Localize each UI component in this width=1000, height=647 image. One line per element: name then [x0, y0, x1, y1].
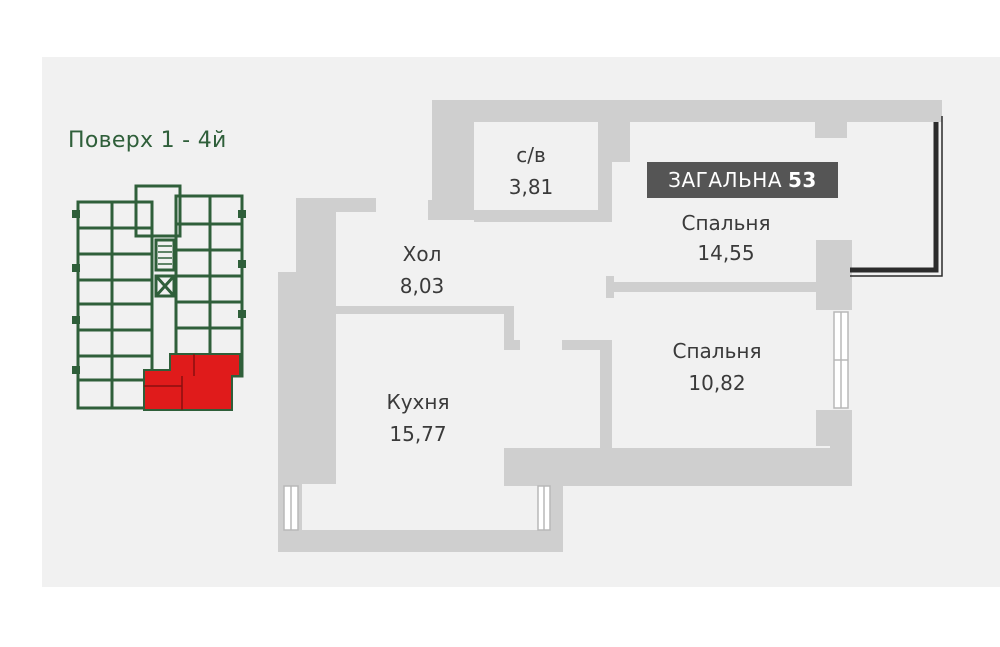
wall-kitchen-hook2 [504, 340, 520, 350]
wall-bottom [278, 530, 563, 552]
room-name: Спальня [672, 339, 762, 363]
wall-kitchen-hook [504, 306, 514, 350]
wall-bottom-mid [548, 448, 563, 552]
total-area-label: ЗАГАЛЬНА [668, 168, 783, 192]
room-area: 15,77 [389, 422, 447, 446]
room-name: Спальня [681, 211, 771, 235]
wall-bath-right [598, 122, 612, 222]
room-bedroom-1: Спальня 14,55 [682, 209, 771, 267]
wall-bed2-top [562, 340, 612, 350]
wall-bath-left [462, 122, 474, 220]
wall-left [278, 272, 336, 484]
wall-top-notch [815, 122, 847, 138]
room-area: 14,55 [697, 241, 755, 265]
room-name: Хол [402, 242, 442, 266]
mini-wing-top [134, 184, 182, 238]
wall-right-corner [816, 410, 852, 446]
highlighted-apartment [143, 353, 241, 411]
room-area: 3,81 [508, 175, 554, 199]
balcony-rail [850, 122, 939, 273]
total-area-value: 53 [788, 168, 817, 192]
floor-label: Поверх 1 - 4й [68, 128, 227, 153]
wall-top [432, 100, 942, 122]
wall-bath-bottom [474, 210, 598, 222]
wall-hall-lip [428, 200, 442, 220]
wall-kitchen-top [336, 306, 512, 314]
room-kitchen: Кухня 15,77 [387, 388, 450, 448]
room-name: с/в [516, 143, 546, 167]
room-bedroom-2: Спальня 10,82 [673, 337, 762, 397]
room-name: Кухня [386, 390, 450, 414]
wall-bed1-bottom [606, 282, 822, 292]
wall-bed2-left [600, 340, 612, 448]
room-bathroom: с/в 3,81 [509, 141, 554, 201]
room-area: 8,03 [399, 274, 445, 298]
building-floor-plan [72, 184, 246, 411]
wall-left-inner [296, 198, 336, 278]
wall-right-stub [612, 122, 630, 162]
wall-bed1-stub [606, 276, 614, 298]
room-hall: Хол 8,03 [400, 240, 445, 300]
room-area: 10,82 [688, 371, 746, 395]
wall-right-column [816, 240, 852, 310]
